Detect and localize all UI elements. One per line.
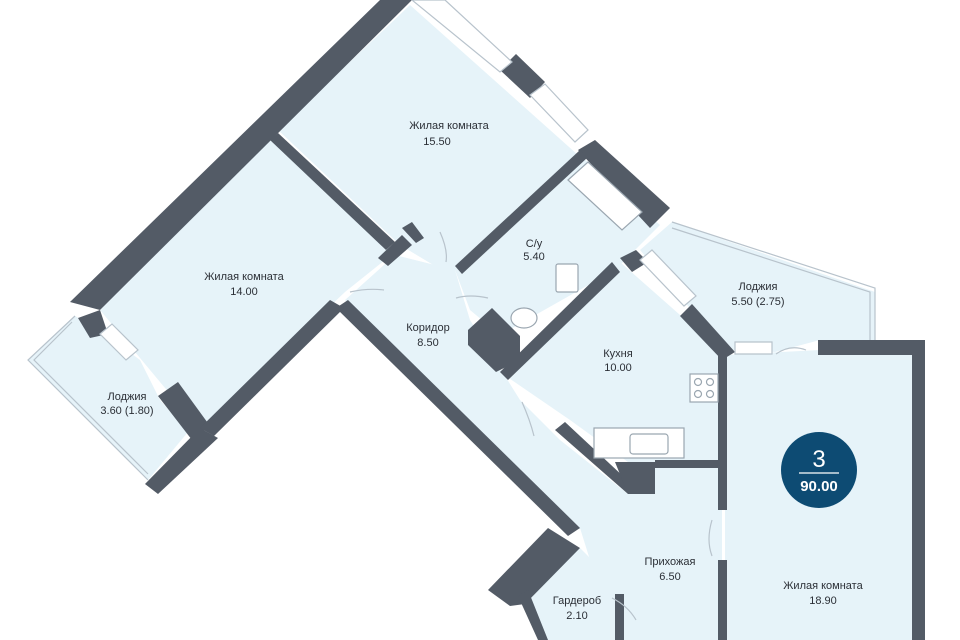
wall-kitchen-block [468, 308, 520, 372]
wall-wardrobe-block [488, 528, 580, 606]
washbasin [555, 263, 579, 293]
loggia-2-window [99, 323, 139, 361]
wall-corridor-upper-diagonal [200, 300, 344, 436]
wall-hallway-right-vertical [718, 468, 727, 510]
wall-left-bottom-diagonal [145, 428, 218, 494]
room-area-kitchen: 10.00 [604, 362, 632, 374]
room-area-corridor: 8.50 [417, 337, 438, 349]
stove-burner-3 [693, 389, 703, 399]
window-top-right [529, 83, 589, 143]
door-arc-living1 [439, 231, 447, 263]
wall-main-diagonal-top [70, 0, 412, 310]
loggia-2-rail [27, 315, 149, 481]
room-area-loggia1: 5.50 (2.75) [731, 296, 784, 308]
wall-door-stub-2 [402, 222, 424, 243]
badge-total-area: 90.00 [800, 478, 838, 495]
room-name-hallway: Прихожая [645, 556, 696, 568]
badge-rooms-count: 3 [812, 446, 825, 473]
kitchen-floor [500, 262, 722, 462]
wall-kitchen-right-vertical [718, 350, 727, 468]
wall-kitchen-block-bottom [615, 462, 655, 494]
room-area-living1: 15.50 [423, 136, 451, 148]
wall-left-lower-pillar [158, 382, 210, 440]
apartment-badge: 3 90.00 [781, 432, 857, 508]
wall-kitchen-right-horizontal [655, 460, 725, 468]
room-name-kitchen: Кухня [603, 348, 632, 360]
door-arc-kitchen [521, 401, 535, 437]
stove-burner-4 [705, 389, 715, 399]
wall-wardrobe-left [518, 590, 548, 640]
room-area-loggia2: 3.60 (1.80) [100, 405, 153, 417]
loggia-1-floor [640, 222, 875, 352]
wall-bathroom-left [455, 150, 587, 274]
room-name-loggia2: Лоджия [108, 391, 147, 403]
room-area-bathroom: 5.40 [523, 251, 544, 263]
door-arc-loggia1 [775, 347, 807, 355]
loggia-2-floor [28, 316, 188, 480]
wall-top-right-corner [578, 140, 670, 228]
room-area-living2: 14.00 [230, 286, 258, 298]
room-labels: Жилая комната 15.50 Жилая комната 14.00 … [100, 120, 863, 622]
stove-burner-1 [693, 377, 703, 387]
room-name-living3: Жилая комната [783, 580, 863, 592]
kitchen-sink [629, 433, 669, 455]
wall-kitchen-window-pillar [620, 250, 648, 272]
thin-details [27, 0, 876, 621]
room-name-wardrobe: Гардероб [553, 595, 601, 607]
toilet [510, 307, 538, 329]
living-room-2-floor [100, 140, 395, 430]
room-name-corridor: Коридор [406, 322, 449, 334]
loggia-1-rail [671, 221, 876, 340]
wall-inner-living-divider [270, 133, 395, 250]
room-area-wardrobe: 2.10 [566, 610, 587, 622]
loggia-1-window [639, 249, 697, 307]
room-name-living1: Жилая комната [409, 120, 489, 132]
window-top-left [411, 0, 513, 73]
room-fills [28, 5, 915, 640]
door-arc-corridor [349, 288, 385, 293]
wall-bath-kitchen-divider [500, 262, 620, 380]
door-arc-wardrobe [611, 597, 637, 621]
living-room-1-floor [278, 5, 578, 275]
wall-left-pillar [78, 310, 108, 338]
wall-corridor-lower-diagonal [336, 300, 580, 536]
room-name-loggia1: Лоджия [739, 281, 778, 293]
bathtub [567, 161, 643, 231]
wall-top-window-segment [500, 54, 545, 98]
corridor-floor [345, 255, 628, 530]
door-arc-bathroom [455, 295, 489, 299]
wall-hallway-right-lower [718, 560, 727, 640]
room-area-living3: 18.90 [809, 595, 837, 607]
wall-loggia-kitchen-edge [680, 304, 735, 360]
room-name-living2: Жилая комната [204, 271, 284, 283]
door-arc-hallway [708, 519, 713, 557]
wall-right-top [818, 340, 925, 355]
wall-right-edge [912, 340, 925, 640]
loggia-1-rail-inner [671, 227, 871, 340]
room-name-bathroom: С/у [526, 238, 543, 250]
wall-door-stub-1 [378, 235, 412, 266]
stove [689, 373, 719, 403]
wall-wardrobe-right [615, 594, 624, 640]
loggia-2-rail-inner [33, 321, 149, 475]
loggia-1-door-window [734, 341, 773, 355]
room-area-hallway: 6.50 [659, 571, 680, 583]
badge-circle [781, 432, 857, 508]
wardrobe-floor [525, 548, 620, 640]
stove-burner-2 [705, 377, 715, 387]
